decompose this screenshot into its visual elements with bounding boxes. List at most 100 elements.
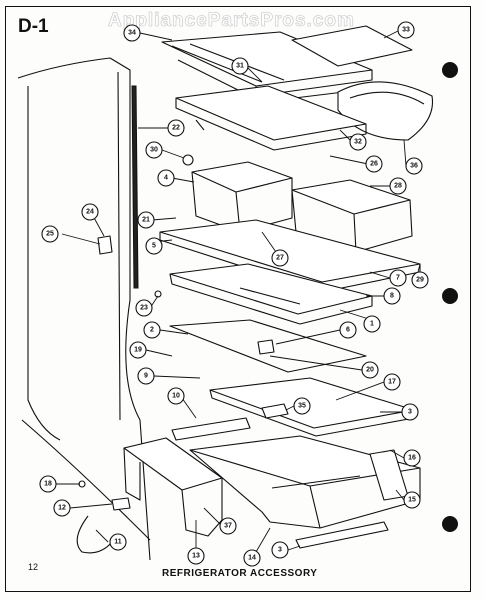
callout-30: 30	[145, 141, 163, 159]
clip-12	[111, 497, 131, 511]
callout-15: 15	[403, 491, 421, 509]
svg-text:20: 20	[366, 367, 374, 374]
callout-6: 6	[339, 321, 357, 339]
callout-11: 11	[109, 533, 127, 551]
callout-33: 33	[397, 21, 415, 39]
callout-29: 29	[411, 271, 429, 289]
callout-19: 19	[129, 341, 147, 359]
binder-hole-middle	[442, 288, 458, 304]
callout-3-lower: 3	[271, 541, 289, 559]
diagram-caption: REFRIGERATOR ACCESSORY	[162, 568, 318, 579]
bottom-crisper-14	[189, 435, 421, 529]
callout-2: 2	[143, 321, 161, 339]
callout-23: 23	[135, 299, 153, 317]
svg-text:13: 13	[192, 553, 200, 560]
page-border	[5, 6, 471, 592]
svg-text:11: 11	[114, 539, 122, 546]
top-shelf-frame	[161, 31, 373, 103]
svg-text:14: 14	[248, 555, 256, 562]
svg-text:30: 30	[150, 147, 158, 154]
svg-text:3: 3	[278, 547, 282, 554]
callout-16: 16	[403, 449, 421, 467]
callout-20: 20	[361, 361, 379, 379]
callout-35: 35	[293, 397, 311, 415]
svg-text:23: 23	[140, 305, 148, 312]
svg-text:10: 10	[172, 393, 180, 400]
rail-10	[171, 417, 251, 441]
svg-text:28: 28	[394, 183, 402, 190]
svg-text:4: 4	[164, 175, 168, 182]
watermark: AppliancePartsPros.com	[108, 10, 355, 32]
cabinet-outline	[17, 57, 151, 561]
callout-13: 13	[187, 547, 205, 565]
glass-shelf-33	[291, 25, 413, 67]
svg-text:6: 6	[346, 327, 350, 334]
svg-text:26: 26	[370, 161, 378, 168]
callout-5: 5	[145, 237, 163, 255]
svg-text:3: 3	[408, 409, 412, 416]
svg-text:15: 15	[408, 497, 416, 504]
callout-14: 14	[243, 549, 261, 567]
svg-text:32: 32	[354, 139, 362, 146]
svg-text:19: 19	[134, 347, 142, 354]
svg-text:7: 7	[396, 275, 400, 282]
shelf-cover-36	[337, 81, 434, 141]
svg-text:25: 25	[46, 231, 54, 238]
callout-9: 9	[137, 367, 155, 385]
leader-lines	[56, 29, 421, 553]
knob-30	[182, 154, 194, 166]
svg-text:8: 8	[390, 293, 394, 300]
svg-text:17: 17	[388, 379, 396, 386]
callout-28: 28	[389, 177, 407, 195]
bracket-24	[97, 235, 113, 255]
screw-23	[154, 290, 162, 298]
trim-3	[295, 521, 389, 549]
page-number: 12	[28, 562, 39, 572]
callout-8: 8	[383, 287, 401, 305]
callout-10: 10	[167, 387, 185, 405]
callout-25: 25	[41, 225, 59, 243]
callout-7: 7	[389, 269, 407, 287]
callout-12: 12	[53, 499, 71, 517]
svg-text:12: 12	[58, 505, 66, 512]
callout-31: 31	[231, 57, 249, 75]
sheet-id: D-1	[18, 16, 49, 37]
callout-32: 32	[349, 133, 367, 151]
callout-34: 34	[123, 24, 141, 42]
svg-text:2: 2	[150, 327, 154, 334]
callout-36: 36	[405, 157, 423, 175]
binder-hole-top	[442, 62, 458, 78]
svg-text:36: 36	[410, 163, 418, 170]
svg-text:34: 34	[128, 30, 136, 37]
callout-26: 26	[365, 155, 383, 173]
shelf-assembly-31	[175, 85, 367, 151]
svg-text:16: 16	[408, 455, 416, 462]
callout-24: 24	[81, 203, 99, 221]
svg-text:33: 33	[402, 27, 410, 34]
svg-text:18: 18	[44, 481, 52, 488]
svg-text:5: 5	[152, 243, 156, 250]
meat-keeper-2	[169, 319, 367, 373]
svg-text:22: 22	[172, 125, 180, 132]
svg-text:35: 35	[298, 403, 306, 410]
callout-37: 37	[219, 517, 237, 535]
wire-11	[76, 515, 113, 554]
svg-text:29: 29	[416, 277, 424, 284]
callout-27: 27	[271, 249, 289, 267]
callout-21: 21	[137, 211, 155, 229]
svg-text:37: 37	[224, 523, 232, 530]
svg-text:1: 1	[370, 321, 374, 328]
svg-text:27: 27	[276, 255, 284, 262]
binder-hole-bottom	[442, 516, 458, 532]
svg-text:21: 21	[142, 217, 150, 224]
callout-18: 18	[39, 475, 57, 493]
callout-3-upper: 3	[401, 403, 419, 421]
svg-text:9: 9	[144, 373, 148, 380]
rail-22	[131, 85, 139, 289]
callout-17: 17	[383, 373, 401, 391]
callout-1: 1	[363, 315, 381, 333]
svg-text:31: 31	[236, 63, 244, 70]
callout-4: 4	[157, 169, 175, 187]
